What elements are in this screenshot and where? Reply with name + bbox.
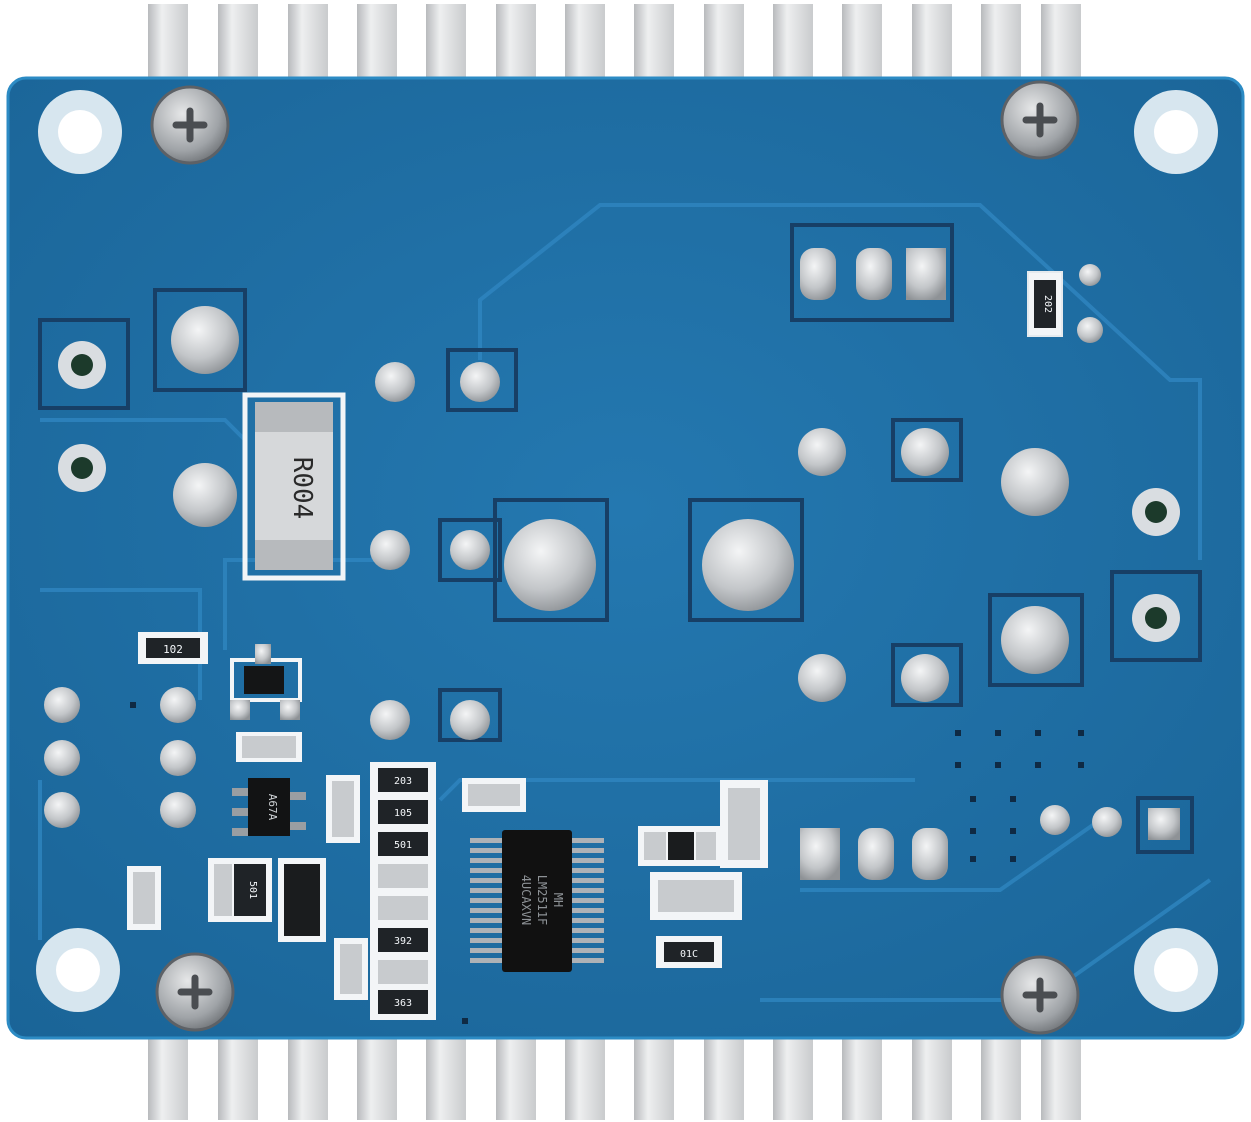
screws — [150, 80, 1080, 1035]
smd-501-a-label: 501 — [247, 881, 258, 899]
smd-parts-left: 501 — [127, 775, 368, 1000]
smd-parts-right: 01C — [638, 780, 768, 968]
screw-bottom-right — [1000, 955, 1080, 1035]
transistor-marking: A67A — [266, 794, 279, 821]
regulator-pads-top — [800, 248, 946, 300]
small-solder-joints — [44, 264, 1180, 840]
sot23-5-marked: A67A — [232, 778, 306, 836]
smd-102-label: 102 — [163, 643, 183, 656]
smd-capacitor-b — [462, 778, 526, 812]
smd-capacitor-a — [236, 732, 302, 762]
smd-resistor-202: 202 — [1027, 271, 1063, 337]
pad-outlines — [38, 223, 1202, 854]
smd-resistor-102: 102 — [138, 632, 208, 664]
smd-203-label: 203 — [394, 776, 412, 787]
ic-marking-line3: MH — [551, 893, 565, 907]
pcb-board — [6, 76, 1245, 1040]
large-solder-joints — [58, 306, 1180, 674]
screw-top-right — [1000, 80, 1080, 160]
smd-202-label: 202 — [1042, 295, 1053, 313]
screw-top-left — [150, 85, 230, 165]
mounting-holes — [36, 90, 1218, 1012]
shunt-resistor: R004 — [242, 392, 346, 581]
shunt-resistor-label: R004 — [287, 457, 317, 520]
sot23-transistor — [230, 644, 302, 720]
smd-363-label: 363 — [394, 998, 412, 1009]
controller-ic: 4UCAXVN LM2511F MH — [470, 830, 604, 972]
ic-marking-line1: 4UCAXVN — [519, 875, 533, 926]
smd-01c-label: 01C — [680, 949, 698, 960]
smd-392-label: 392 — [394, 936, 412, 947]
regulator-pads-bottom — [800, 828, 948, 880]
resistor-column: 203 105 501 392 363 — [370, 762, 436, 1020]
smd-501-b-label: 501 — [394, 840, 412, 851]
smd-105-label: 105 — [394, 808, 412, 819]
via-dots — [130, 702, 1084, 1024]
screw-bottom-left — [155, 952, 235, 1032]
ic-marking-line2: LM2511F — [535, 875, 549, 926]
